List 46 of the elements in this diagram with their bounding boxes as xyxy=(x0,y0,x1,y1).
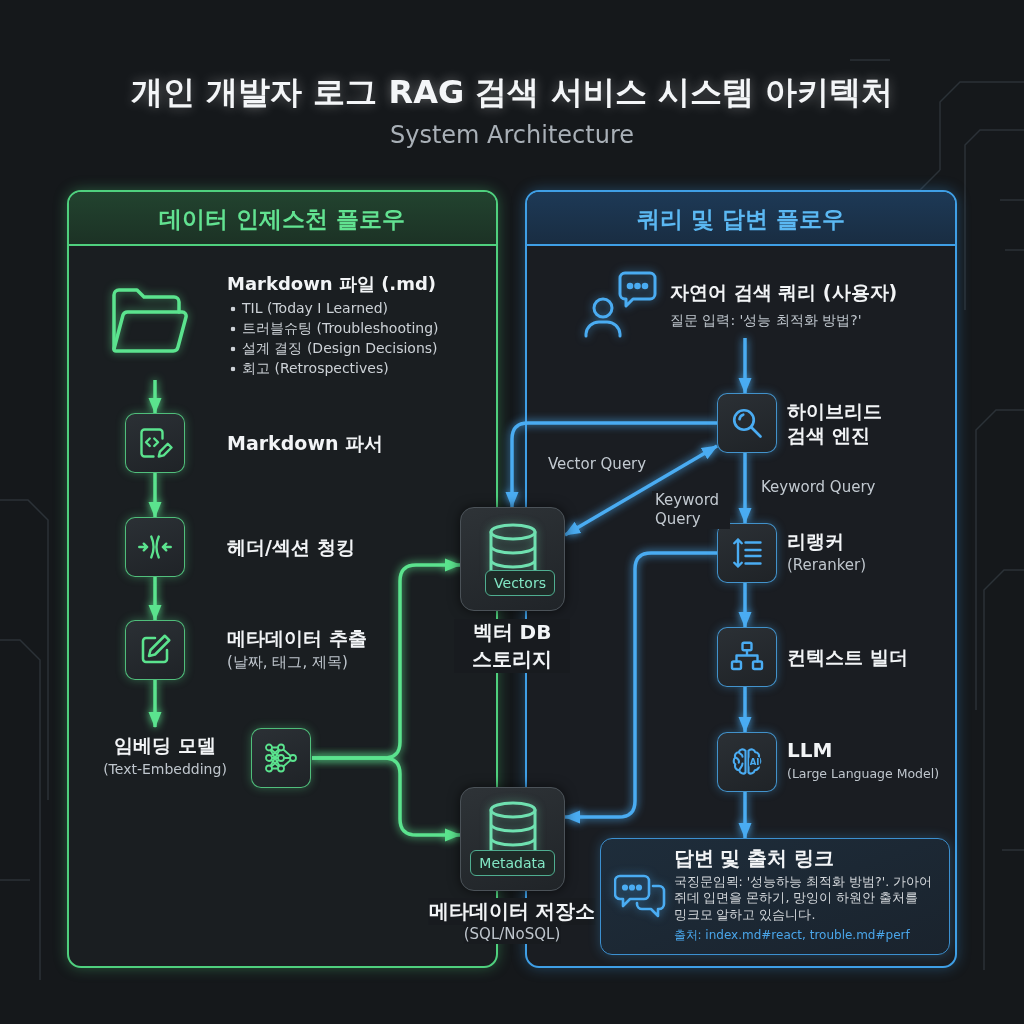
step-title: Markdown 파서 xyxy=(227,431,384,455)
step-title: 메타데이터 추출 xyxy=(227,626,367,650)
subtitle: System Architecture xyxy=(389,120,635,150)
answer-text: 국징문임뫽: '성능하능 최적화 방범?'. 가아어 쥐데 입면을 몬하기, 망잉이 하원안 출처를 밍크모 알하고 있슴니다. xyxy=(673,873,934,923)
step-subtitle: (Large Language Model) xyxy=(787,766,940,782)
bullet-item: TIL (Today I Learned) xyxy=(229,299,388,318)
arrow xyxy=(738,338,752,394)
bullet-item: 설계 결징 (Design Decisions) xyxy=(229,339,438,358)
bullet-item: 트러블슈팅 (Troubleshooting) xyxy=(229,319,439,338)
arrow xyxy=(738,583,752,628)
diagram-title: 개인 개발자 로그 RAG 검색 서비스 시스템 아키텍처 xyxy=(131,72,893,112)
step-title: 컨텍스트 빌더 xyxy=(787,645,908,669)
tag-label: Vectors xyxy=(485,570,555,596)
storage-title: 메타데이터 저장소 xyxy=(428,898,596,925)
storage-subtitle: (SQL/NoSQL) xyxy=(463,925,561,944)
arrow xyxy=(148,577,162,621)
query-title: 자연어 검색 쿼리 (사용자) xyxy=(670,280,898,304)
arrow xyxy=(564,551,717,824)
tag-label: Metadata xyxy=(470,850,555,876)
arrow xyxy=(738,792,752,839)
icon-text: AI xyxy=(748,757,761,767)
step-title: 헤더/섹션 청킹 xyxy=(227,535,355,559)
arrow xyxy=(148,680,162,728)
panel-header: 데이터 인제스천 플로우 xyxy=(69,192,496,246)
answer-title: 답변 및 출처 링크 xyxy=(673,844,835,872)
step-subtitle: (Text-Embedding) xyxy=(103,760,227,778)
step-subtitle: (날짜, 태그, 제목) xyxy=(227,653,348,672)
step-subtitle: (Reranker) xyxy=(787,556,867,575)
bullet-item: 회고 (Retrospectives) xyxy=(229,359,389,378)
arrow xyxy=(312,756,461,842)
file-title: Markdown 파일 (.md) xyxy=(227,272,437,295)
edge-label: Keyword Query xyxy=(652,491,730,529)
query-text: 질문 입력: '성능 최적화 방법?' xyxy=(670,311,862,329)
arrow xyxy=(148,380,162,414)
arrow xyxy=(564,444,718,537)
step-title: 하이브리드 검색 엔진 xyxy=(787,399,883,447)
arrow xyxy=(505,421,717,508)
step-title: 임베딩 모델 xyxy=(114,733,216,757)
step-title: 리랭커 xyxy=(787,529,844,553)
arrow xyxy=(738,453,752,524)
arrow xyxy=(148,473,162,518)
step-title: LLM xyxy=(787,737,833,764)
arrow xyxy=(738,687,752,733)
answer-card xyxy=(600,838,950,955)
panel-header: 쿼리 및 답변 플로우 xyxy=(527,192,955,246)
source-links: 출처: index.md#react, trouble.md#perf xyxy=(673,926,910,943)
